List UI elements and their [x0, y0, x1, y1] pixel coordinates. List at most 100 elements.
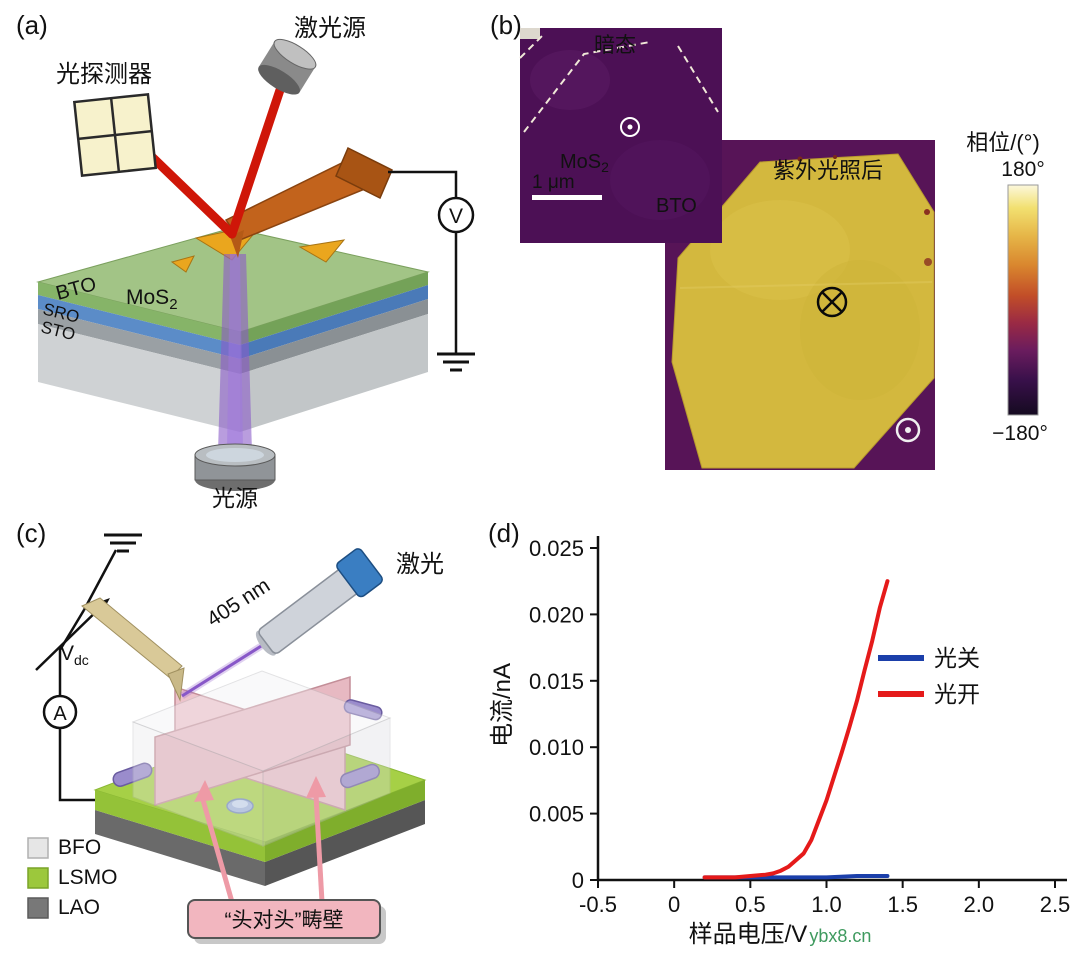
sro-left-edge [38, 295, 240, 359]
lao-right-face [265, 800, 425, 886]
x-tick-label: 0 [668, 892, 680, 917]
substrate-left-face [38, 324, 240, 432]
legend-label-bfo: BFO [58, 836, 101, 859]
callout-arrowhead [306, 776, 326, 798]
y-tick-label: 0.020 [529, 602, 584, 627]
polarization-out-icon [895, 417, 921, 443]
inset-bto-label: BTO [656, 195, 697, 217]
panel-a: (a) BTO SRO STO MoS2 光源 [0, 0, 480, 510]
lsmo-right-face [265, 780, 425, 862]
sro-right-edge [240, 285, 428, 359]
mos2-label: MoS2 [126, 286, 178, 313]
callout-box [187, 899, 381, 939]
domain-wall-callout: “头对头”畴壁 [187, 776, 386, 944]
wire [82, 549, 118, 611]
y-tick-label: 0.005 [529, 802, 584, 827]
electrode-cylinder [340, 763, 380, 789]
scale-bar [532, 195, 602, 200]
ground-icon [104, 533, 142, 553]
inset-mos2-label: MoS2 [560, 151, 609, 175]
domain-wall-a [154, 675, 351, 807]
electrode-cylinder [112, 762, 153, 787]
panel-b: (b) 紫外光照后 暗态 [480, 0, 1080, 510]
domain-boundary-dashes [519, 33, 719, 133]
panel-c-illustration: (c) Vdc A [16, 518, 444, 944]
legend-swatch-bfo [27, 837, 49, 859]
legend-swatch-lao [27, 897, 49, 919]
y-tick-label: 0.015 [529, 669, 584, 694]
uv-state-label: 紫外光照后 [773, 158, 883, 183]
watermark: ybx8.cn [809, 926, 871, 946]
bfo-left-face [132, 721, 264, 847]
legend-label: 光关 [934, 645, 980, 671]
polarization-in-icon [816, 286, 848, 318]
laser-source-label: 激光源 [294, 15, 366, 42]
x-tick-label: 2.5 [1040, 892, 1071, 917]
mos2-flake [298, 239, 346, 263]
wire [388, 170, 458, 198]
x-tick-label: -0.5 [579, 892, 617, 917]
legend-label-lao: LAO [58, 896, 100, 919]
legend-label-lsmo: LSMO [58, 866, 118, 889]
colorbar-gradient [1007, 184, 1039, 416]
laser-source-icon [258, 38, 317, 95]
callout-arrowhead [194, 780, 214, 802]
scale-bar-label: 1 μm [532, 172, 575, 193]
mos2-flake [170, 255, 195, 273]
x-tick-label: 0.5 [735, 892, 766, 917]
panel-a-label: (a) [16, 10, 48, 40]
panel-c-label: (c) [16, 518, 46, 548]
probe-cantilever-icon [224, 146, 393, 258]
bto-right-edge [240, 272, 428, 345]
panel-b-label: (b) [490, 10, 522, 40]
objective-lens-icon [194, 443, 276, 491]
wire [58, 609, 86, 696]
y-tick-label: 0 [572, 868, 584, 893]
bottom-light-beam [218, 254, 252, 452]
colorbar-title: 相位/(°) [966, 130, 1040, 155]
callout-arrow [200, 799, 235, 903]
panel-c: (c) Vdc A [0, 510, 480, 961]
phase-colorbar: 相位/(°) 180° −180° [966, 130, 1048, 445]
x-tick-label: 2.0 [964, 892, 995, 917]
ammeter-label: A [53, 703, 67, 725]
legend-swatch-lsmo [27, 867, 49, 889]
bto-left-edge [38, 282, 240, 345]
x-tick-label: 1.5 [887, 892, 918, 917]
panel-b-images: (b) 紫外光照后 暗态 [490, 10, 1048, 470]
polarization-out-icon [620, 117, 640, 137]
x-tick-label: 1.0 [811, 892, 842, 917]
electrode-disc-top [232, 800, 248, 808]
material-legend: BFO LSMO LAO [27, 836, 118, 919]
voltmeter-label: V [449, 205, 463, 228]
sample-3d [93, 670, 427, 886]
y-axis-title: 电流/nA [489, 663, 516, 747]
colorbar-min-label: −180° [992, 422, 1048, 445]
laser-beam [181, 641, 267, 698]
panel-a-illustration: (a) BTO SRO STO MoS2 光源 [16, 10, 475, 510]
series-光开 [702, 579, 890, 880]
voltmeter-circuit: V [388, 170, 475, 372]
colorbar-max-label: 180° [1001, 158, 1044, 181]
wavelength-label: 405 nm [203, 574, 274, 631]
domain-wall-label: “头对头”畴壁 [225, 909, 344, 932]
legend-label: 光开 [934, 681, 980, 707]
laser-label: 激光 [396, 551, 444, 578]
ground-icon [437, 352, 475, 372]
bfo-top-face [131, 670, 392, 772]
photodetector-label: 光探测器 [56, 61, 152, 88]
inset-corner-artifact [520, 28, 540, 39]
laser-beam [145, 79, 287, 239]
substrate-right-face [240, 314, 428, 432]
dark-state-label: 暗态 [594, 34, 636, 57]
probe-cantilever-icon [81, 597, 185, 702]
bias-label: Vdc [60, 642, 89, 668]
y-tick-label: 0.010 [529, 735, 584, 760]
lsmo-left-face [95, 790, 265, 862]
sto-right-edge [240, 299, 428, 374]
callout-arrow [313, 794, 325, 903]
